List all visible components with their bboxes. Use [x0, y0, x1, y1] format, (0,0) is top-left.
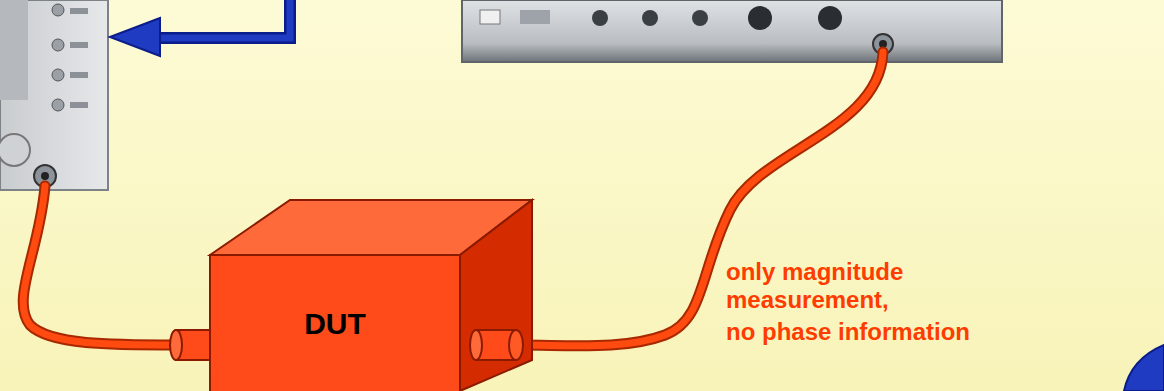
- cable: [23, 186, 178, 345]
- dut-box-shape: [170, 200, 532, 391]
- annotation-text: only magnitude measurement,: [726, 258, 926, 314]
- cable: [23, 186, 178, 345]
- signal-generator: [0, 0, 108, 190]
- signal-arrow: [110, 0, 290, 56]
- corner-decoration: [1124, 345, 1164, 391]
- spectrum-analyzer: [462, 0, 1002, 62]
- device-box: DUT: [212, 257, 458, 391]
- annotation-text: no phase information: [726, 318, 1026, 346]
- device-name: DUT: [304, 307, 366, 341]
